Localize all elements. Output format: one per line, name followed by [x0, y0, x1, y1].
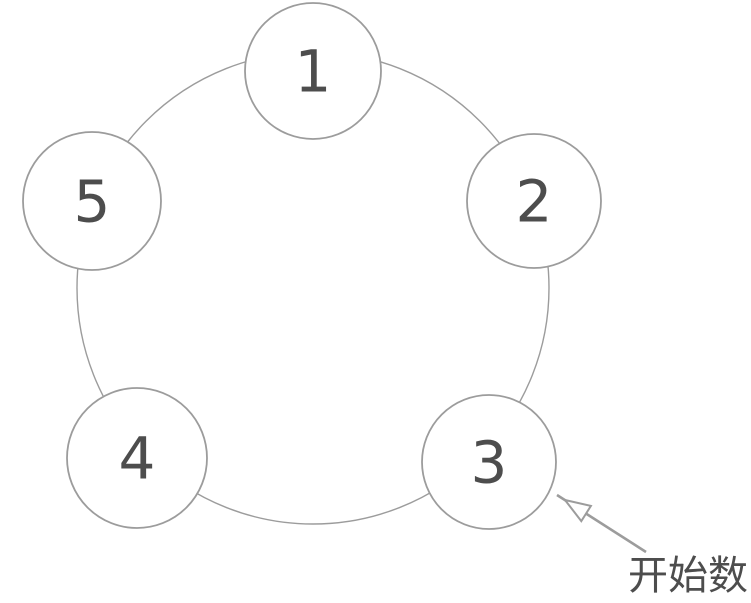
node-3-label: 3 — [471, 429, 508, 497]
node-5-circle — [22, 131, 162, 271]
node-5: 5 — [22, 131, 162, 271]
node-3: 3 — [421, 394, 557, 530]
start-label: 开始数 — [628, 553, 748, 599]
node-2-label: 2 — [516, 168, 553, 236]
node-3-circle — [421, 394, 557, 530]
node-5-label: 5 — [74, 168, 111, 236]
start-arrowhead-icon — [562, 498, 593, 523]
node-1-circle — [244, 2, 382, 140]
node-4: 4 — [66, 387, 208, 529]
node-2: 2 — [466, 133, 602, 269]
node-2-circle — [466, 133, 602, 269]
node-4-circle — [66, 387, 208, 529]
node-1-label: 1 — [295, 38, 332, 106]
node-4-label: 4 — [119, 425, 156, 493]
node-1: 1 — [244, 2, 382, 140]
